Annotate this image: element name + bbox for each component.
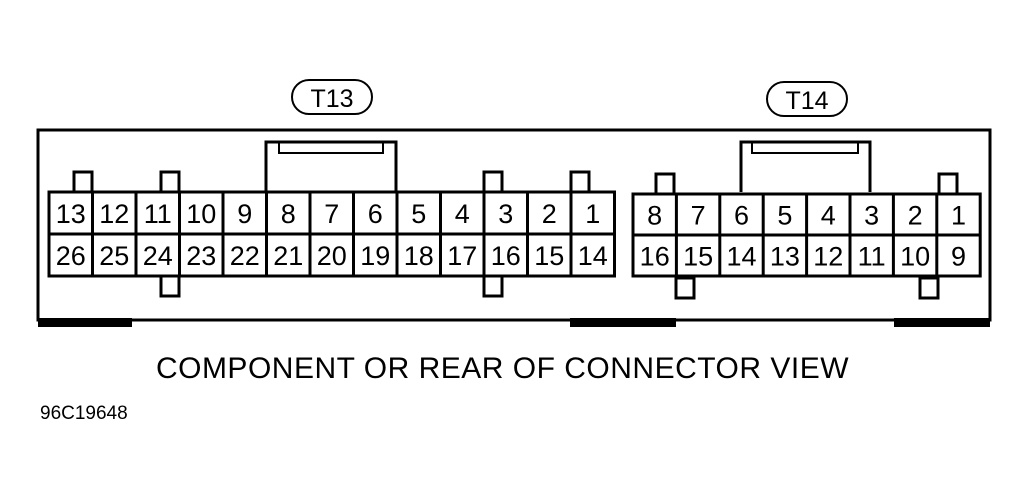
connector-housing <box>36 128 992 322</box>
t13-pin-23: 23 <box>186 241 216 271</box>
view-caption: COMPONENT OR REAR OF CONNECTOR VIEW <box>155 352 850 385</box>
t14-key-tab <box>654 172 676 196</box>
t14-pin-14: 14 <box>726 242 756 272</box>
t14-pin-1: 1 <box>951 201 966 231</box>
t13-key-tab <box>72 170 94 194</box>
t14-pin-2: 2 <box>908 201 923 231</box>
t13-pin-1: 1 <box>585 199 600 229</box>
t14-pin-10: 10 <box>900 242 930 272</box>
t13-pin-25: 25 <box>99 241 129 271</box>
t13-key-tab <box>569 170 591 194</box>
t14-pin-13: 13 <box>770 242 800 272</box>
t13-pin-6: 6 <box>368 199 383 229</box>
t13-pin-9: 9 <box>237 199 252 229</box>
t14-pin-11: 11 <box>858 242 886 272</box>
t13-pin-3: 3 <box>498 199 513 229</box>
t13-pin-22: 22 <box>230 241 260 271</box>
t14-key-tab <box>674 276 696 300</box>
t14-pin-4: 4 <box>821 201 836 231</box>
t14-label: T14 <box>785 87 828 115</box>
t13-pin-20: 20 <box>317 241 347 271</box>
t13-pin-17: 17 <box>447 241 477 271</box>
t13-pin-7: 7 <box>324 199 339 229</box>
t13-key-tab <box>159 274 181 298</box>
t14-pin-7: 7 <box>691 201 706 231</box>
t13-pin-10: 10 <box>186 199 216 229</box>
t13-pin-5: 5 <box>411 199 426 229</box>
t14-pin-6: 6 <box>734 201 749 231</box>
t14-key-tab <box>937 172 959 196</box>
t14-label-frame <box>766 81 848 117</box>
t14-latch <box>739 140 872 192</box>
t14-pin-5: 5 <box>777 201 792 231</box>
t14-pin-3: 3 <box>864 201 879 231</box>
t14-pin-8: 8 <box>647 201 662 231</box>
t13-key-tab <box>482 274 504 298</box>
t13-pin-19: 19 <box>360 241 390 271</box>
t14-pin-15: 15 <box>683 242 713 272</box>
t13-pin-12: 12 <box>99 199 129 229</box>
t13-pin-21: 21 <box>273 241 303 271</box>
t13-pin-13: 13 <box>56 199 86 229</box>
t13-key-tab <box>482 170 504 194</box>
t14-pin-9: 9 <box>951 242 966 272</box>
t13-label-frame <box>291 79 373 115</box>
t13-label: T13 <box>310 85 353 113</box>
housing-foot-right <box>894 318 990 327</box>
t13-pin-14: 14 <box>578 241 608 271</box>
housing-foot-center <box>570 318 676 327</box>
t13-pin-16: 16 <box>491 241 521 271</box>
t13-pin-4: 4 <box>455 199 470 229</box>
t14-key-tab <box>918 276 940 300</box>
housing-foot-left <box>38 318 132 327</box>
t13-latch <box>264 140 398 192</box>
t13-pin-15: 15 <box>534 241 564 271</box>
t13-pin-18: 18 <box>404 241 434 271</box>
t13-pin-8: 8 <box>281 199 296 229</box>
t14-pin-16: 16 <box>640 242 670 272</box>
t13-pin-26: 26 <box>56 241 86 271</box>
t13-pin-24: 24 <box>143 241 173 271</box>
t14-pin-12: 12 <box>813 242 843 272</box>
t13-key-tab <box>159 170 181 194</box>
figure-code: 96C19648 <box>40 403 128 424</box>
t13-pin-2: 2 <box>542 199 557 229</box>
t13-pin-11: 11 <box>144 199 172 229</box>
